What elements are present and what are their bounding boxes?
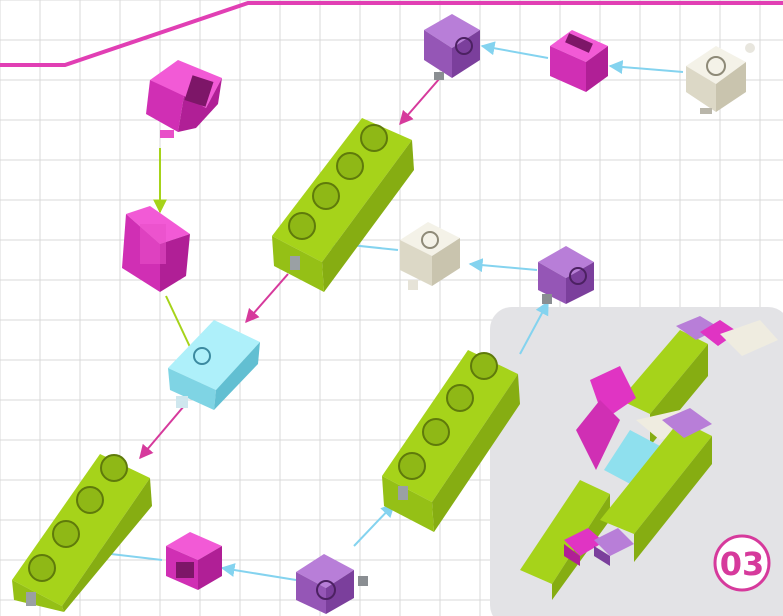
magenta-bracket-top [550, 30, 608, 92]
magenta-bracket-bottom [166, 532, 222, 590]
arrow-cyan-to-beam [140, 406, 184, 458]
arrow-white-to-bracket [610, 66, 683, 72]
arrow-beam-to-cyan [246, 274, 288, 322]
arrow-purple-to-beam [400, 78, 440, 124]
step-number: 03 [720, 545, 765, 583]
white-cube-top-right [686, 43, 755, 114]
header-line [0, 3, 783, 65]
magenta-bracket-left [122, 206, 190, 292]
arrow-bracket-to-purple [482, 46, 548, 58]
purple-cube-bottom [296, 554, 368, 614]
arrow-purple-to-bracket-bottom [222, 568, 296, 580]
cyan-block-center [168, 320, 260, 410]
lime-beam-lower-left [12, 454, 152, 612]
lime-beam-upper [272, 118, 414, 292]
purple-cube-top [424, 14, 480, 80]
step-badge: 03 [715, 536, 769, 590]
purple-cube-middle-right [538, 246, 594, 304]
magenta-corner-left [146, 60, 222, 138]
